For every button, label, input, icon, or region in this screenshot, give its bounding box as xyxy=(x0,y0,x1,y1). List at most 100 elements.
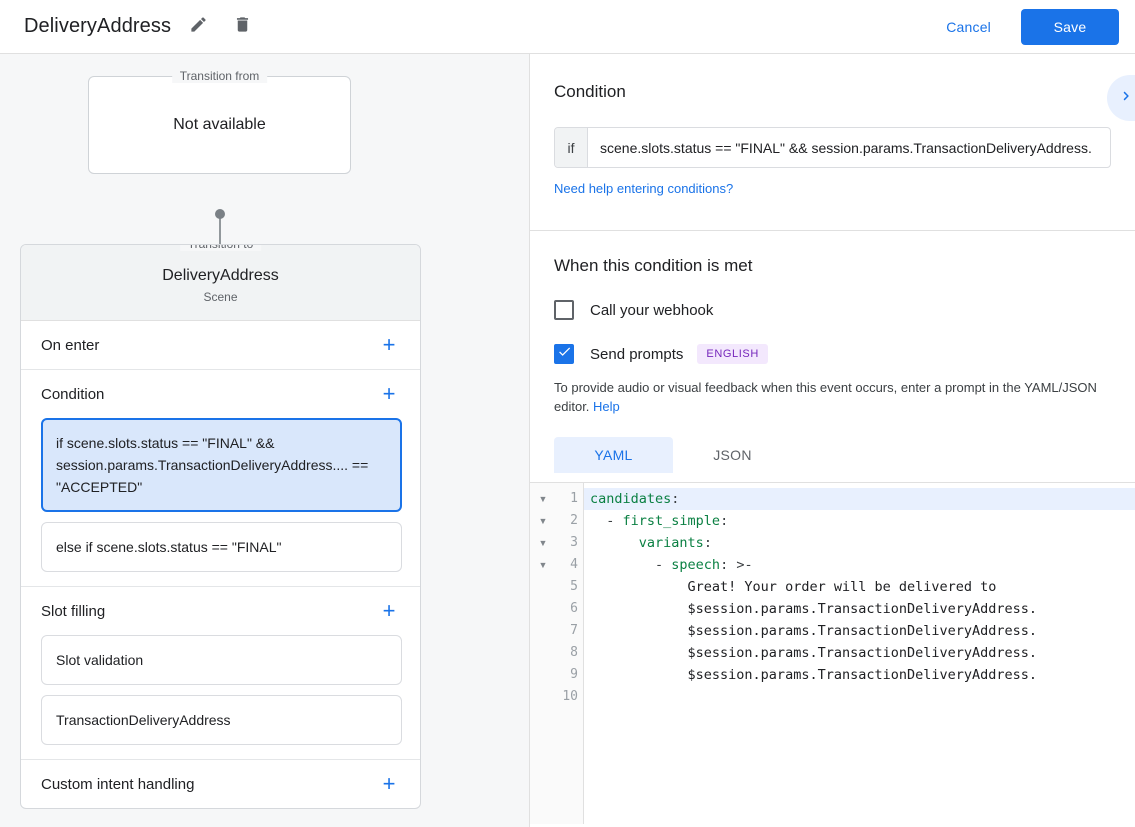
add-custom-intent-button[interactable]: + xyxy=(382,771,396,796)
condition-editor-section: Condition if Need help entering conditio… xyxy=(530,54,1135,231)
fold-spacer xyxy=(530,598,556,620)
fold-toggle-icon[interactable]: ▼ xyxy=(538,494,548,504)
code-token: : >- xyxy=(720,557,753,573)
condition-help-link[interactable]: Need help entering conditions? xyxy=(554,181,734,196)
send-prompts-row: Send prompts ENGLISH xyxy=(554,344,1111,364)
scene-name: DeliveryAddress xyxy=(162,267,279,284)
section-condition: Condition + if scene.slots.status == "FI… xyxy=(21,370,420,587)
send-prompts-checkbox[interactable] xyxy=(554,344,574,364)
code-line[interactable] xyxy=(584,686,1135,708)
transition-from-value: Not available xyxy=(173,116,266,133)
fold-spacer xyxy=(530,686,556,708)
add-condition-button[interactable]: + xyxy=(382,381,396,406)
webhook-row: Call your webhook xyxy=(554,300,1111,320)
code-line[interactable]: variants: xyxy=(584,532,1135,554)
content-area: Transition from Not available Transition… xyxy=(0,54,1135,827)
tab-yaml[interactable]: YAML xyxy=(554,437,673,473)
trash-icon xyxy=(233,15,252,39)
condition-input[interactable] xyxy=(588,128,1110,167)
line-number: 7 xyxy=(570,623,578,638)
section-header-condition: Condition + xyxy=(21,370,420,418)
line-number: 9 xyxy=(570,667,578,682)
slot-item[interactable]: TransactionDeliveryAddress xyxy=(41,695,402,745)
condition-item[interactable]: else if scene.slots.status == "FINAL" xyxy=(41,522,402,572)
section-slot-filling: Slot filling + Slot validation Transacti… xyxy=(21,587,420,760)
app-header: DeliveryAddress Cancel Save xyxy=(0,0,1135,54)
code-token: : xyxy=(671,491,680,507)
section-title-custom-intent: Custom intent handling xyxy=(41,775,195,793)
delete-button[interactable] xyxy=(225,10,259,44)
code-token: - xyxy=(590,557,672,573)
code-token: Great! Your order will be delivered to xyxy=(590,579,997,595)
code-token: - xyxy=(590,513,623,529)
code-token: $session.params.TransactionDeliveryAddre… xyxy=(590,623,1038,639)
code-line[interactable]: - first_simple: xyxy=(584,510,1135,532)
code-line[interactable]: $session.params.TransactionDeliveryAddre… xyxy=(584,598,1135,620)
scene-type: Scene xyxy=(203,290,238,304)
save-button[interactable]: Save xyxy=(1021,8,1119,45)
fold-toggle-icon[interactable]: ▼ xyxy=(538,538,548,548)
line-number: 8 xyxy=(570,645,578,660)
condition-if-prefix: if xyxy=(555,128,588,167)
code-token: first_simple xyxy=(622,513,721,529)
section-custom-intent-handling: Custom intent handling + xyxy=(21,760,420,808)
condition-list: if scene.slots.status == "FINAL" && sess… xyxy=(21,418,420,586)
section-header-on-enter: On enter + xyxy=(21,321,420,369)
prompts-help-link[interactable]: Help xyxy=(593,399,620,414)
transition-to-header: Transition to DeliveryAddress Scene xyxy=(21,245,420,321)
fold-spacer xyxy=(530,620,556,642)
pencil-icon xyxy=(189,15,208,39)
call-webhook-label: Call your webhook xyxy=(590,301,714,319)
section-title-slot-filling: Slot filling xyxy=(41,602,106,620)
code-token: $session.params.TransactionDeliveryAddre… xyxy=(590,645,1038,661)
check-icon xyxy=(557,344,572,364)
section-header-slot-filling: Slot filling + xyxy=(21,587,420,635)
cancel-button[interactable]: Cancel xyxy=(930,10,1007,44)
code-line[interactable]: Great! Your order will be delivered to xyxy=(584,576,1135,598)
fold-toggle-icon[interactable]: ▼ xyxy=(538,560,548,570)
code-token: : xyxy=(703,535,712,551)
fold-spacer xyxy=(530,576,556,598)
slot-validation-item[interactable]: Slot validation xyxy=(41,635,402,685)
tab-json[interactable]: JSON xyxy=(713,447,752,463)
code-token: variants xyxy=(638,535,704,551)
next-condition-button[interactable] xyxy=(1107,75,1135,121)
chevron-right-icon xyxy=(1117,87,1135,110)
prompts-description: To provide audio or visual feedback when… xyxy=(554,378,1111,416)
line-number: 4 xyxy=(570,557,578,572)
code-line[interactable]: - speech: >- xyxy=(584,554,1135,576)
code-line[interactable]: $session.params.TransactionDeliveryAddre… xyxy=(584,664,1135,686)
code-token: speech xyxy=(671,557,721,573)
transition-to-legend: Transition to xyxy=(179,245,262,251)
page-title: DeliveryAddress xyxy=(24,15,172,37)
details-panel: Condition if Need help entering conditio… xyxy=(530,54,1135,827)
section-header-custom-intent: Custom intent handling + xyxy=(21,760,420,808)
add-slot-filling-button[interactable]: + xyxy=(382,598,396,623)
fold-spacer xyxy=(530,642,556,664)
editor-format-tabs: YAML JSON xyxy=(554,437,1111,473)
fold-gutter[interactable]: ▼ ▼ ▼ ▼ xyxy=(530,483,556,824)
code-token xyxy=(590,535,639,551)
slot-filling-list: Slot validation TransactionDeliveryAddre… xyxy=(21,635,420,759)
transition-from-legend: Transition from xyxy=(171,69,268,83)
code-line[interactable]: $session.params.TransactionDeliveryAddre… xyxy=(584,620,1135,642)
code-token: : xyxy=(720,513,729,529)
line-number: 5 xyxy=(570,579,578,594)
code-line[interactable]: $session.params.TransactionDeliveryAddre… xyxy=(584,642,1135,664)
add-on-enter-button[interactable]: + xyxy=(382,332,396,357)
section-on-enter: On enter + xyxy=(21,321,420,370)
call-webhook-checkbox[interactable] xyxy=(554,300,574,320)
line-number: 2 xyxy=(570,513,578,528)
section-title-condition: Condition xyxy=(41,385,105,403)
prompts-description-text: To provide audio or visual feedback when… xyxy=(554,380,1097,414)
edit-name-button[interactable] xyxy=(181,10,215,44)
fold-toggle-icon[interactable]: ▼ xyxy=(538,516,548,526)
line-number: 1 xyxy=(570,491,578,506)
condition-item-selected[interactable]: if scene.slots.status == "FINAL" && sess… xyxy=(41,418,402,512)
code-token: $session.params.TransactionDeliveryAddre… xyxy=(590,667,1038,683)
line-number: 10 xyxy=(562,689,578,704)
code-area[interactable]: candidates: - first_simple: variants: - … xyxy=(584,483,1135,824)
code-line[interactable]: candidates: xyxy=(584,488,1135,510)
